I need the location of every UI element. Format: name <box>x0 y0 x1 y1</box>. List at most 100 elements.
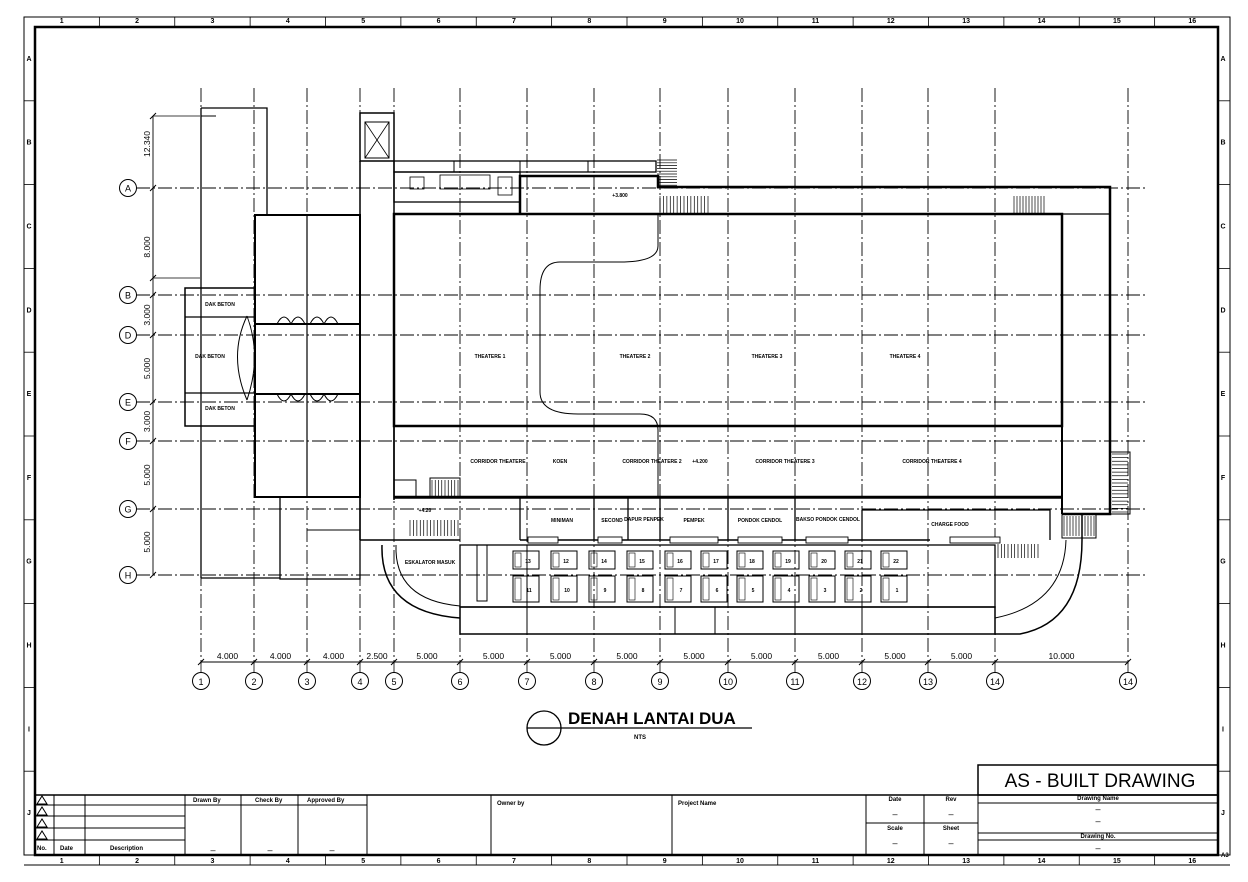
tb-date-head: Date <box>888 797 902 803</box>
tb-name-value-1: – <box>1095 804 1100 814</box>
grid-num-label: 7 <box>524 677 529 687</box>
stall-top-label: 13 <box>525 559 531 565</box>
border-col-bottom-9: 9 <box>663 858 667 865</box>
tb-name-value-2: – <box>1095 816 1100 826</box>
border-col-bottom-13: 13 <box>962 858 970 865</box>
stall-bottom-label: 4 <box>788 588 791 594</box>
dim-tick <box>356 658 364 666</box>
dim-left-label: 3.000 <box>142 411 152 433</box>
shop-counter <box>669 536 719 544</box>
dim-tick <box>149 184 157 192</box>
border-row-right-F: F <box>1221 475 1226 482</box>
stall-top-counter <box>810 552 818 568</box>
stall-top-label: 20 <box>821 559 827 565</box>
border-row-right-J: J <box>1221 810 1225 817</box>
dim-bottom-label: 2.500 <box>366 651 388 661</box>
border-row-right-D: D <box>1220 307 1225 314</box>
tb-check-by: Check By <box>255 798 283 804</box>
border-col-bottom-14: 14 <box>1038 858 1046 865</box>
grid-letter-label: H <box>125 571 132 581</box>
border-row-left-D: D <box>26 307 31 314</box>
grid-num-label: 9 <box>657 677 662 687</box>
stall-bottom-counter <box>514 577 522 601</box>
stall-bottom <box>772 575 800 603</box>
dim-tick <box>390 658 398 666</box>
border-col-top-14: 14 <box>1038 18 1046 25</box>
drawing-title: DENAH LANTAI DUA <box>568 709 736 728</box>
stall-top <box>844 550 872 570</box>
grid-bubble-letter <box>119 286 137 304</box>
dim-tick <box>1124 658 1132 666</box>
stall-bottom <box>626 575 654 603</box>
grid-num-label: 4 <box>357 677 362 687</box>
stall-bottom <box>588 575 616 603</box>
stall-top <box>626 550 654 570</box>
stall-bottom-label: 1 <box>896 588 899 594</box>
border-col-top-10: 10 <box>736 18 744 25</box>
border-col-bottom-3: 3 <box>210 858 214 865</box>
shop-counter <box>597 536 623 544</box>
building-walls <box>184 107 1131 635</box>
kiosk <box>476 544 488 602</box>
label-shop-6: BAKSO PONDOK CENDOL <box>796 517 860 523</box>
stall-top <box>664 550 692 570</box>
label-theatre-3: THEATERE 3 <box>752 354 783 360</box>
stair-hatches <box>409 159 1128 558</box>
label-dak-beton-3: DAK BETON <box>205 406 235 412</box>
grid-num-label: 14 <box>990 677 1000 687</box>
dim-bottom-label: 5.000 <box>550 651 572 661</box>
border-col-bottom-16: 16 <box>1188 858 1196 865</box>
dim-tick <box>724 658 732 666</box>
border-row-left-B: B <box>26 140 31 147</box>
stall-top <box>700 550 728 570</box>
label-shop-2: SECOND <box>601 518 623 524</box>
border-row-left-F: F <box>27 475 32 482</box>
stall-bottom-counter <box>846 577 854 601</box>
label-corridor-1: CORRIDOR THEATERE <box>470 459 526 465</box>
border-row-left-H: H <box>26 643 31 650</box>
dim-tick <box>303 658 311 666</box>
outer-border <box>23 16 1231 856</box>
stall-bottom-counter <box>810 577 818 601</box>
stall-bottom-label: 3 <box>824 588 827 594</box>
tb-number-value: – <box>1095 843 1100 853</box>
border-col-bottom-1: 1 <box>60 858 64 865</box>
dim-left-label: 8.000 <box>142 236 152 258</box>
stall-top-label: 19 <box>785 559 791 565</box>
border-col-top-8: 8 <box>587 18 591 25</box>
stall-bottom-counter <box>702 577 710 601</box>
stall-top-label: 15 <box>639 559 645 565</box>
dim-tick <box>456 658 464 666</box>
stall-bottom-label: 8 <box>642 588 645 594</box>
border-row-right-A: A <box>1220 56 1225 63</box>
border-col-bottom-2: 2 <box>135 858 139 865</box>
stall-top-label: 22 <box>893 559 899 565</box>
tb-approved-by: Approved By <box>307 798 345 804</box>
grid-num-label: 8 <box>591 677 596 687</box>
stall-top <box>588 550 616 570</box>
grid-letter-label: F <box>125 437 131 447</box>
tb-sheet-value: – <box>948 838 953 848</box>
tb-no: No. <box>37 846 47 852</box>
border-col-top-9: 9 <box>663 18 667 25</box>
shop-counter <box>737 536 783 544</box>
stall-bottom-label: 2 <box>860 588 863 594</box>
dim-tick <box>149 505 157 513</box>
border-col-bottom-6: 6 <box>437 858 441 865</box>
stall-bottom-counter <box>666 577 674 601</box>
stall-top <box>772 550 800 570</box>
border-col-bottom-12: 12 <box>887 858 895 865</box>
border-col-top-7: 7 <box>512 18 516 25</box>
border-col-top-3: 3 <box>210 18 214 25</box>
dim-tick <box>149 398 157 406</box>
dim-tick <box>149 274 157 282</box>
border-col-top-11: 11 <box>812 18 820 25</box>
dim-bottom-label: 5.000 <box>683 651 705 661</box>
dim-tick <box>149 112 157 120</box>
stall-bottom-label: 7 <box>680 588 683 594</box>
dim-tick <box>523 658 531 666</box>
grid-num-label: 11 <box>790 677 799 687</box>
grid-letter-label: E <box>125 398 131 408</box>
